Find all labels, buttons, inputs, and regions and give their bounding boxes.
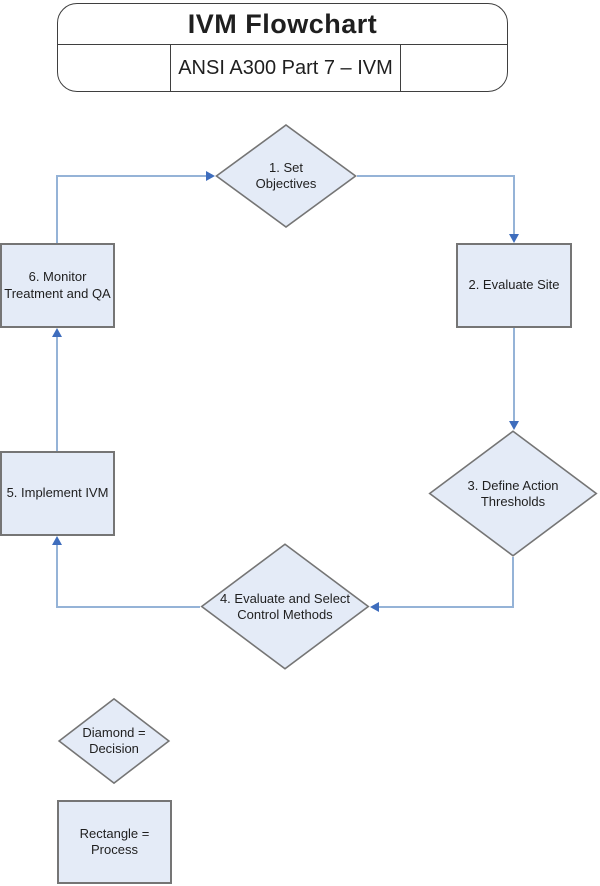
- connector-5-to-6: [52, 328, 62, 451]
- node-label: 2. Evaluate Site: [468, 277, 560, 293]
- connector-1-to-2: [357, 175, 519, 243]
- connector-2-to-3: [509, 328, 519, 430]
- diamond-shape: [200, 543, 370, 670]
- arrow-right-icon: [206, 171, 215, 181]
- title-box: IVM Flowchart ANSI A300 Part 7 – IVM: [57, 3, 508, 92]
- node-3-define-action-thresholds: 3. Define Action Thresholds: [428, 430, 598, 557]
- node-label: 6. Monitor Treatment and QA: [4, 269, 111, 301]
- node-label: 4. Evaluate and Select Control Methods: [219, 590, 351, 622]
- title-cell-right: [400, 45, 507, 91]
- subtitle: ANSI A300 Part 7 – IVM: [178, 56, 393, 79]
- arrow-up-icon: [52, 536, 62, 545]
- connector-3-to-4: [370, 557, 514, 612]
- connector-4-to-5: [52, 536, 200, 608]
- node-2-evaluate-site: 2. Evaluate Site: [456, 243, 572, 328]
- arrow-up-icon: [52, 328, 62, 337]
- legend-label: Rectangle = Process: [79, 825, 150, 857]
- legend-diamond-decision: Diamond = Decision: [58, 698, 170, 784]
- legend-label: Diamond = Decision: [82, 724, 146, 756]
- legend-rectangle-process: Rectangle = Process: [57, 800, 172, 884]
- node-6-monitor-treatment-qa: 6. Monitor Treatment and QA: [0, 243, 115, 328]
- node-4-evaluate-select-control-methods: 4. Evaluate and Select Control Methods: [200, 543, 370, 670]
- node-label: 3. Define Action Thresholds: [467, 477, 559, 509]
- arrow-left-icon: [370, 602, 379, 612]
- node-1-set-objectives: 1. Set Objectives: [215, 124, 357, 228]
- arrow-down-icon: [509, 421, 519, 430]
- diamond-shape: [215, 124, 357, 228]
- arrow-down-icon: [509, 234, 519, 243]
- node-label: 1. Set Objectives: [255, 159, 317, 191]
- node-5-implement-ivm: 5. Implement IVM: [0, 451, 115, 536]
- diamond-shape: [58, 698, 170, 784]
- title-cell-left: [58, 45, 171, 91]
- node-label: 5. Implement IVM: [6, 485, 109, 501]
- subtitle-row: ANSI A300 Part 7 – IVM: [58, 45, 507, 91]
- diamond-shape: [428, 430, 598, 557]
- page-title: IVM Flowchart: [58, 4, 507, 45]
- connector-6-to-1: [56, 171, 215, 243]
